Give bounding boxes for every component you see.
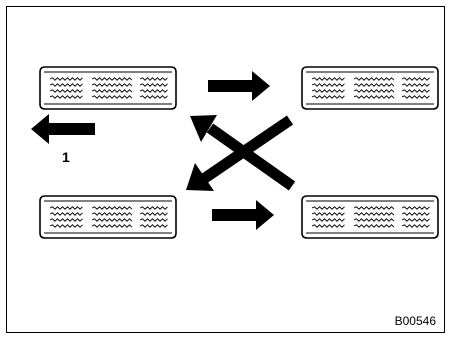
tire-tread-line: [139, 212, 168, 216]
tire-rear-left: [39, 195, 177, 239]
tire-tread-line: [401, 224, 430, 228]
tire-tread-line: [401, 206, 430, 210]
tire-tread-line: [139, 77, 168, 81]
tire-front-right: [301, 66, 439, 110]
tire-tread-line: [401, 212, 430, 216]
tire-tread-line: [401, 83, 430, 87]
tire-tread-line: [353, 206, 395, 210]
arrow-spare-out: [31, 114, 95, 144]
tire-tread-line: [49, 95, 83, 99]
tire-tread-line: [139, 83, 168, 87]
tire-tread-line: [311, 224, 345, 228]
tire-tread-line: [311, 212, 345, 216]
tire-tread-line: [311, 206, 345, 210]
tire-front-left: [39, 66, 177, 110]
tire-rear-right: [301, 195, 439, 239]
tire-tread-line: [139, 95, 168, 99]
tire-tread-line: [91, 224, 133, 228]
tire-tread-line: [139, 218, 168, 222]
tire-tread-line: [91, 83, 133, 87]
tire-tread-line: [311, 83, 345, 87]
tire-tread-line: [91, 206, 133, 210]
tire-tread-line: [353, 218, 395, 222]
tire-tread-line: [353, 95, 395, 99]
tire-tread-line: [401, 89, 430, 93]
tire-tread-line: [401, 77, 430, 81]
tire-tread-line: [49, 77, 83, 81]
arrow-rear-left-to-rear-right: [212, 200, 274, 230]
cross-arrows: [186, 115, 296, 191]
tire-tread-line: [49, 218, 83, 222]
tire-tread-line: [311, 77, 345, 81]
tire-outline: [39, 66, 177, 110]
tire-tread-line: [401, 218, 430, 222]
tire-tread-line: [401, 95, 430, 99]
tire-tread-line: [353, 83, 395, 87]
tire-tread-line: [91, 77, 133, 81]
tire-tread-line: [49, 224, 83, 228]
tire-tread-line: [353, 89, 395, 93]
arrow-rear-right-to-front-left-shaft: [206, 123, 296, 191]
tire-tread-line: [91, 95, 133, 99]
tire-tread-line: [91, 89, 133, 93]
tire-tread-line: [91, 212, 133, 216]
tire-tread-line: [139, 224, 168, 228]
tire-tread-line: [311, 89, 345, 93]
tire-tread-line: [311, 218, 345, 222]
tire-tread-line: [353, 212, 395, 216]
tire-tread-line: [353, 224, 395, 228]
tire-tread-line: [49, 89, 83, 93]
figure-id: B00546: [395, 314, 437, 328]
tire-outline: [301, 195, 439, 239]
tire-tread-line: [311, 95, 345, 99]
tire-tread-line: [49, 212, 83, 216]
tire-tread-line: [49, 206, 83, 210]
tire-tread-line: [49, 83, 83, 87]
callout-label-1: 1: [62, 149, 70, 165]
tire-tread-line: [139, 206, 168, 210]
tire-tread-line: [139, 89, 168, 93]
arrow-front-right-to-rear-left-head: [186, 163, 214, 191]
tire-outline: [301, 66, 439, 110]
tire-outline: [39, 195, 177, 239]
arrow-rear-right-to-front-left-head: [190, 115, 217, 142]
tire-tread-line: [353, 77, 395, 81]
tire-tread-line: [91, 218, 133, 222]
arrow-front-left-to-front-right: [208, 71, 270, 101]
